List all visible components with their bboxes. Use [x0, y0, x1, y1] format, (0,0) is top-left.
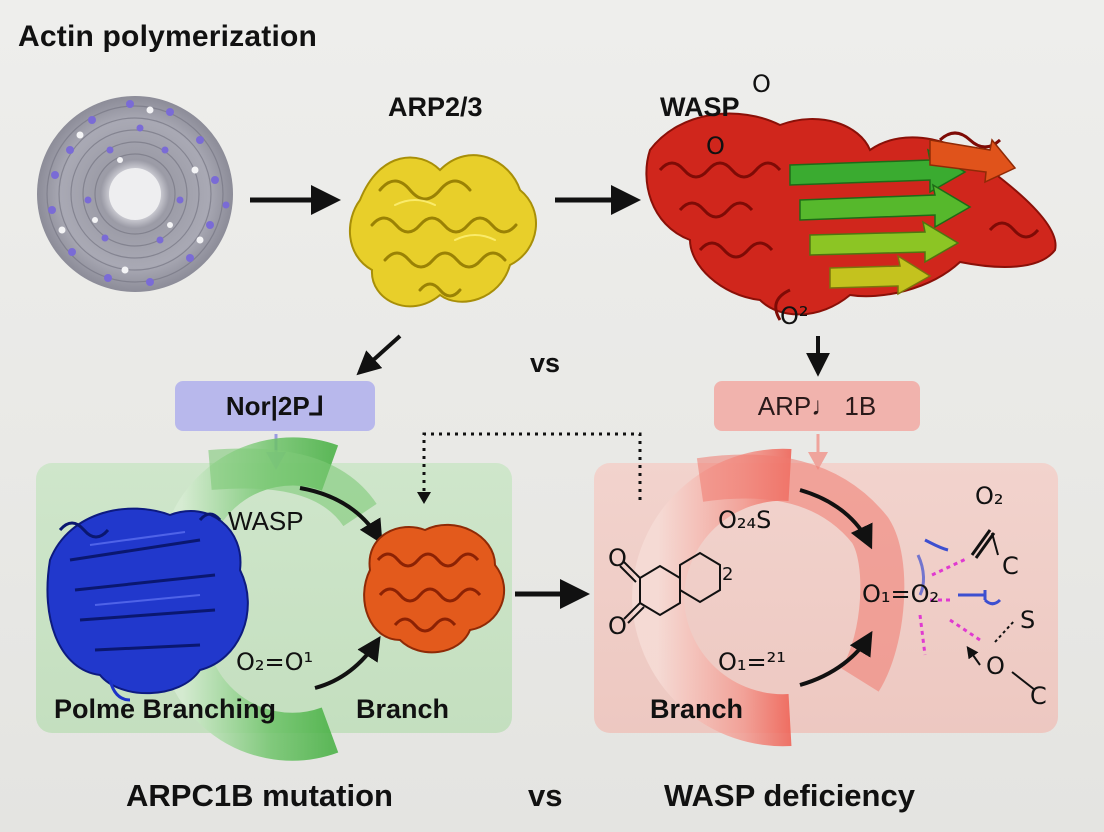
wasp-top-label: WASP [660, 92, 740, 122]
o2-left-label: O₂=O¹ [236, 648, 314, 676]
orange-protein [363, 524, 505, 654]
o24s-label: O₂₄S [718, 506, 772, 534]
polme-branching-label: Polme Branching [54, 694, 277, 724]
wasp-oxygen-bottom: O² [780, 302, 809, 330]
ring-oxygen-top: O [608, 544, 627, 572]
ring-substituent: 2 [722, 564, 734, 585]
wasp-beta-sheet [789, 138, 1017, 296]
footer-wasp-deficiency: WASP deficiency [664, 778, 915, 813]
arrow-arp-to-normal [356, 334, 402, 376]
arp23-label: ARP2/3 [388, 92, 483, 122]
footer-vs: vs [528, 778, 563, 813]
arp23-protein [348, 154, 537, 308]
c-top-label: C [1002, 552, 1019, 580]
diagram-title: Actin polymerization [18, 20, 318, 53]
normal-arp-tag: Nor|2P⅃ [175, 381, 375, 431]
branch-left-label: Branch [356, 694, 450, 724]
feedback-dotted-line [422, 432, 642, 500]
wasp-inner-label: WASP [228, 506, 304, 536]
wasp-oxygen-top: O [752, 70, 771, 98]
blue-protein [46, 507, 249, 702]
branch-right-label: Branch [650, 694, 744, 724]
molecular-bonds [916, 529, 1036, 691]
o1-right-label: O₁=²¹ [718, 648, 786, 676]
s-right-label: S [1020, 606, 1036, 634]
wasp-protein [645, 112, 1057, 321]
wasp-oxygen-mid: O [706, 132, 725, 160]
c-bottom-label: C [1030, 682, 1047, 710]
o2-top-right-label: O₂ [975, 482, 1004, 510]
chemical-ring-structure [619, 551, 721, 624]
arpc1b-tag: ARP♩ 1B [714, 381, 920, 431]
actin-filament-ring [37, 96, 233, 292]
o-right-label: O [986, 652, 1005, 680]
ring-oxygen-bottom: O [608, 612, 627, 640]
o-equals-o-label: O₁=O₂ [862, 580, 940, 608]
pink-cycle [631, 448, 905, 747]
footer-arpc1b-mutation: ARPC1B mutation [126, 778, 393, 813]
vs-middle-label: vs [530, 348, 561, 378]
